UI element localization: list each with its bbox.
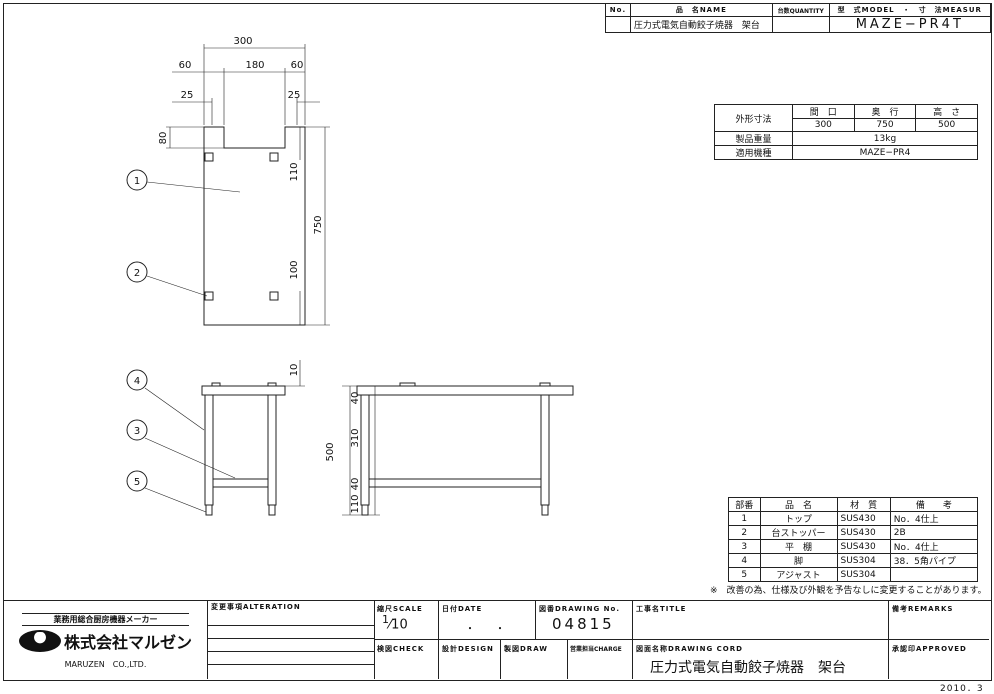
date-value: ・ ・ xyxy=(465,624,505,635)
leader-lines xyxy=(144,181,241,513)
drawing-cord-value: 圧力式電気自動餃子焼器 架台 xyxy=(650,660,846,676)
company-tagline: 業務用総合厨房機器メーカー xyxy=(22,613,189,626)
change-notice: ※ 改善の為、仕様及び外観を予告なしに変更することがあります。 xyxy=(710,586,987,596)
date-stamp: 2010．3 xyxy=(940,684,984,694)
drawing-no: 04815 xyxy=(552,615,615,633)
dim-right: 60 xyxy=(291,60,304,71)
dim-side-4: 110 xyxy=(350,494,361,513)
dim-top-thickness: 10 xyxy=(289,364,300,377)
product-name: 圧力式電気自動餃子焼器 架台 xyxy=(629,16,773,33)
scale-label: 縮尺SCALE xyxy=(377,605,423,613)
dim-height: 500 xyxy=(325,442,336,461)
dim-side-1: 40 xyxy=(350,392,361,405)
company-name: 株式会社マルゼン xyxy=(63,633,192,652)
company-logo-icon xyxy=(18,630,61,652)
applicable-model-value: MAZE−PR4 xyxy=(791,145,979,160)
dim-rear-gap: 100 xyxy=(289,260,300,279)
dim-overall-width: 300 xyxy=(233,36,252,47)
drawing-no-label: 図番DRAWING No. xyxy=(539,605,620,613)
balloon-3: 3 xyxy=(134,426,140,437)
drawing-frame xyxy=(3,3,992,681)
dim-side-2: 310 xyxy=(350,428,361,447)
dim-inset-right: 25 xyxy=(288,90,301,101)
dim-left: 60 xyxy=(179,60,192,71)
outer-dims-label: 外形寸法 xyxy=(714,104,793,132)
part-balloons xyxy=(126,169,148,492)
dim-front-gap: 110 xyxy=(289,162,300,181)
design-label: 設計DESIGN xyxy=(442,645,494,653)
dim-depth: 750 xyxy=(313,215,324,234)
technical-drawing: 300 60 180 60 25 25 80 110 750 100 10 50… xyxy=(126,36,574,516)
scale-value: 1⁄10 xyxy=(382,613,408,633)
dim-inset-left: 25 xyxy=(181,90,194,101)
dimension-lines xyxy=(166,44,380,516)
top-view-outline xyxy=(203,126,306,326)
company-name-en: MARUZEN CO.,LTD. xyxy=(64,660,147,669)
drawing-cord-label: 図面名称DRAWING CORD xyxy=(636,645,743,653)
approved-label: 承認印APPROVED xyxy=(892,645,967,653)
footer-title-block xyxy=(3,600,992,681)
model-value: MAZE−PR4T xyxy=(828,16,992,33)
alteration-box: 変更事項ALTERATION xyxy=(207,600,375,679)
balloon-2: 2 xyxy=(134,268,140,279)
remarks-label: 備考REMARKS xyxy=(892,605,954,613)
side-view xyxy=(356,382,574,516)
title-label: 工事名TITLE xyxy=(636,605,687,613)
alteration-label: 変更事項ALTERATION xyxy=(211,603,301,611)
date-label: 日付DATE xyxy=(442,605,483,613)
balloon-5: 5 xyxy=(134,477,140,488)
charge-label: 営業担当CHARGE xyxy=(570,646,622,653)
hole-marks xyxy=(204,152,279,301)
check-label: 検図CHECK xyxy=(377,645,425,653)
dim-middle: 180 xyxy=(245,60,264,71)
balloon-1: 1 xyxy=(134,176,140,187)
balloon-4: 4 xyxy=(134,376,140,387)
dim-notch: 80 xyxy=(158,132,169,145)
dim-side-3: 40 xyxy=(350,478,361,491)
front-view xyxy=(201,382,286,516)
draw-label: 製図DRAW xyxy=(504,645,549,653)
company-block: 業務用総合厨房機器メーカー 株式会社マルゼン MARUZEN CO.,LTD. xyxy=(4,601,207,679)
